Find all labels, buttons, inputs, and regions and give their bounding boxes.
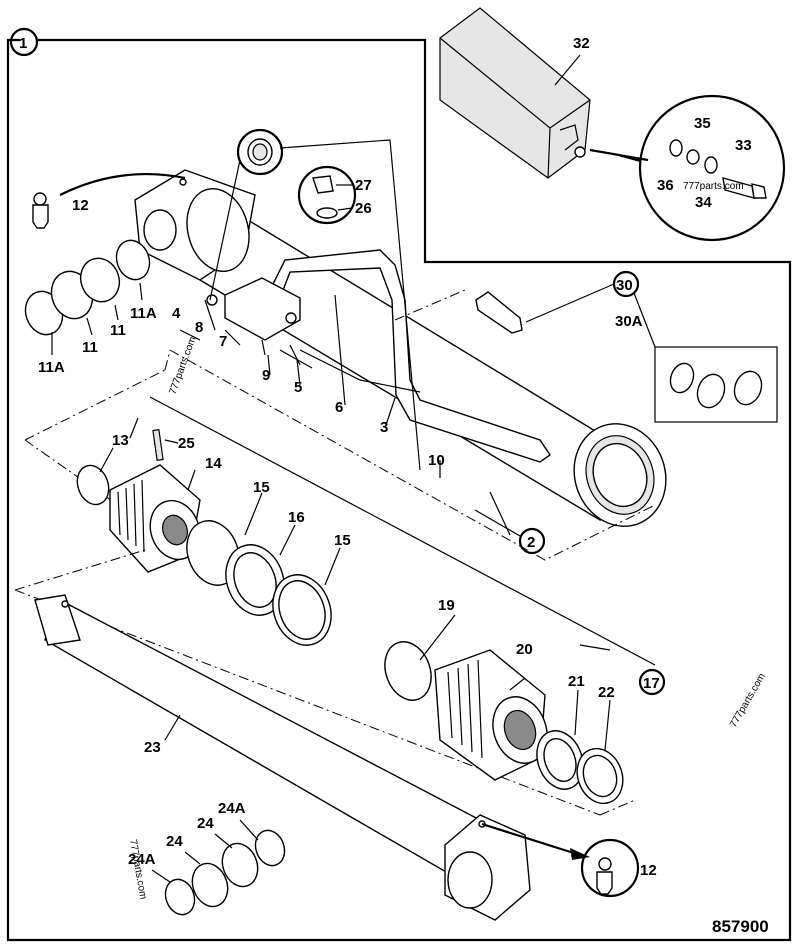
- label-20: 20: [516, 641, 533, 658]
- label-24-bottom: 24: [166, 833, 183, 850]
- detail-circle: [638, 94, 786, 242]
- label-33: 33: [735, 137, 752, 154]
- label-32: 32: [573, 35, 590, 52]
- pipe-6: [269, 249, 551, 463]
- label-26: 26: [355, 200, 372, 217]
- label-1: 1: [19, 35, 27, 52]
- label-14: 14: [205, 455, 222, 472]
- label-36: 36: [657, 177, 674, 194]
- label-17: 17: [643, 675, 660, 692]
- callout-2: [518, 527, 546, 555]
- callout-17: [638, 668, 666, 696]
- watermark-bottom: 777parts.com: [127, 839, 148, 901]
- grease-fitting-30: [475, 291, 523, 334]
- grease-nipple-12-top: [32, 204, 49, 229]
- label-12-top: 12: [72, 197, 89, 214]
- label-11A-left: 11A: [38, 359, 65, 376]
- label-8: 8: [195, 319, 203, 336]
- label-30A: 30A: [615, 313, 643, 330]
- piston-rod-23: [34, 594, 481, 882]
- label-30: 30: [616, 277, 633, 294]
- seal-kit-30A-box: [654, 346, 778, 423]
- watermark-left: 777parts.com: [167, 335, 198, 396]
- label-35: 35: [694, 115, 711, 132]
- label-13: 13: [112, 432, 129, 449]
- watermark-right: 777parts.com: [728, 672, 768, 730]
- seal-11A-right: [115, 239, 151, 281]
- washer-36: [669, 139, 683, 157]
- grease-nipple-12-bottom: [596, 871, 613, 895]
- label-27: 27: [355, 177, 372, 194]
- label-4: 4: [172, 305, 181, 322]
- bushing-24-left: [191, 862, 229, 908]
- detail-circle-small: [236, 128, 284, 176]
- pipe-3: [299, 349, 421, 393]
- label-22: 22: [598, 684, 615, 701]
- cover-plate-32: [439, 7, 591, 179]
- diagram-frame: [6, 38, 792, 942]
- label-24-top: 24: [197, 815, 214, 832]
- lock-washer-35: [686, 149, 700, 165]
- washer-26: [316, 207, 338, 219]
- label-21: 21: [568, 673, 585, 690]
- seal-24A-bottom-left: [164, 878, 196, 916]
- bushing-11-right: [79, 257, 121, 303]
- label-34: 34: [695, 194, 712, 211]
- label-9: 9: [262, 367, 270, 384]
- label-12-bottom: 12: [640, 862, 657, 879]
- seal-24A-bottom-right: [254, 829, 286, 867]
- label-5: 5: [294, 379, 302, 396]
- label-16: 16: [288, 509, 305, 526]
- plug-27: [312, 175, 334, 194]
- bushing-24-right: [221, 842, 259, 888]
- cover-plate-inset: [439, 7, 786, 242]
- leader-arrow: [596, 150, 640, 162]
- label-11-lower: 11: [82, 339, 98, 356]
- washer-34: [704, 156, 718, 174]
- detail-circle-nipple: [580, 838, 640, 898]
- label-24A-bottom: 24A: [128, 851, 156, 868]
- manifold-block: [224, 277, 301, 341]
- drawing-number: 857900: [712, 917, 769, 936]
- label-15-lower: 15: [334, 532, 351, 549]
- label-2: 2: [527, 534, 535, 551]
- callout-1: [9, 27, 39, 57]
- label-24A-top: 24A: [218, 800, 246, 817]
- label-11A-right: 11A: [130, 305, 157, 322]
- seal-13: [76, 464, 110, 506]
- watermark: 777parts.com: [683, 181, 744, 192]
- label-15-upper: 15: [253, 479, 270, 496]
- label-10: 10: [428, 452, 445, 469]
- label-19: 19: [438, 597, 455, 614]
- detail-circle-plug: [297, 165, 357, 225]
- label-3: 3: [380, 419, 388, 436]
- label-23: 23: [144, 739, 161, 756]
- label-6: 6: [335, 399, 343, 416]
- label-25: 25: [178, 435, 195, 452]
- rod-eye: [444, 814, 531, 921]
- label-11-upper: 11: [110, 322, 126, 339]
- seal-19: [384, 641, 432, 701]
- gland-20: [434, 649, 548, 781]
- pin-25: [152, 429, 164, 461]
- label-7: 7: [219, 333, 227, 350]
- cylinder-barrel-assembly: [134, 169, 667, 527]
